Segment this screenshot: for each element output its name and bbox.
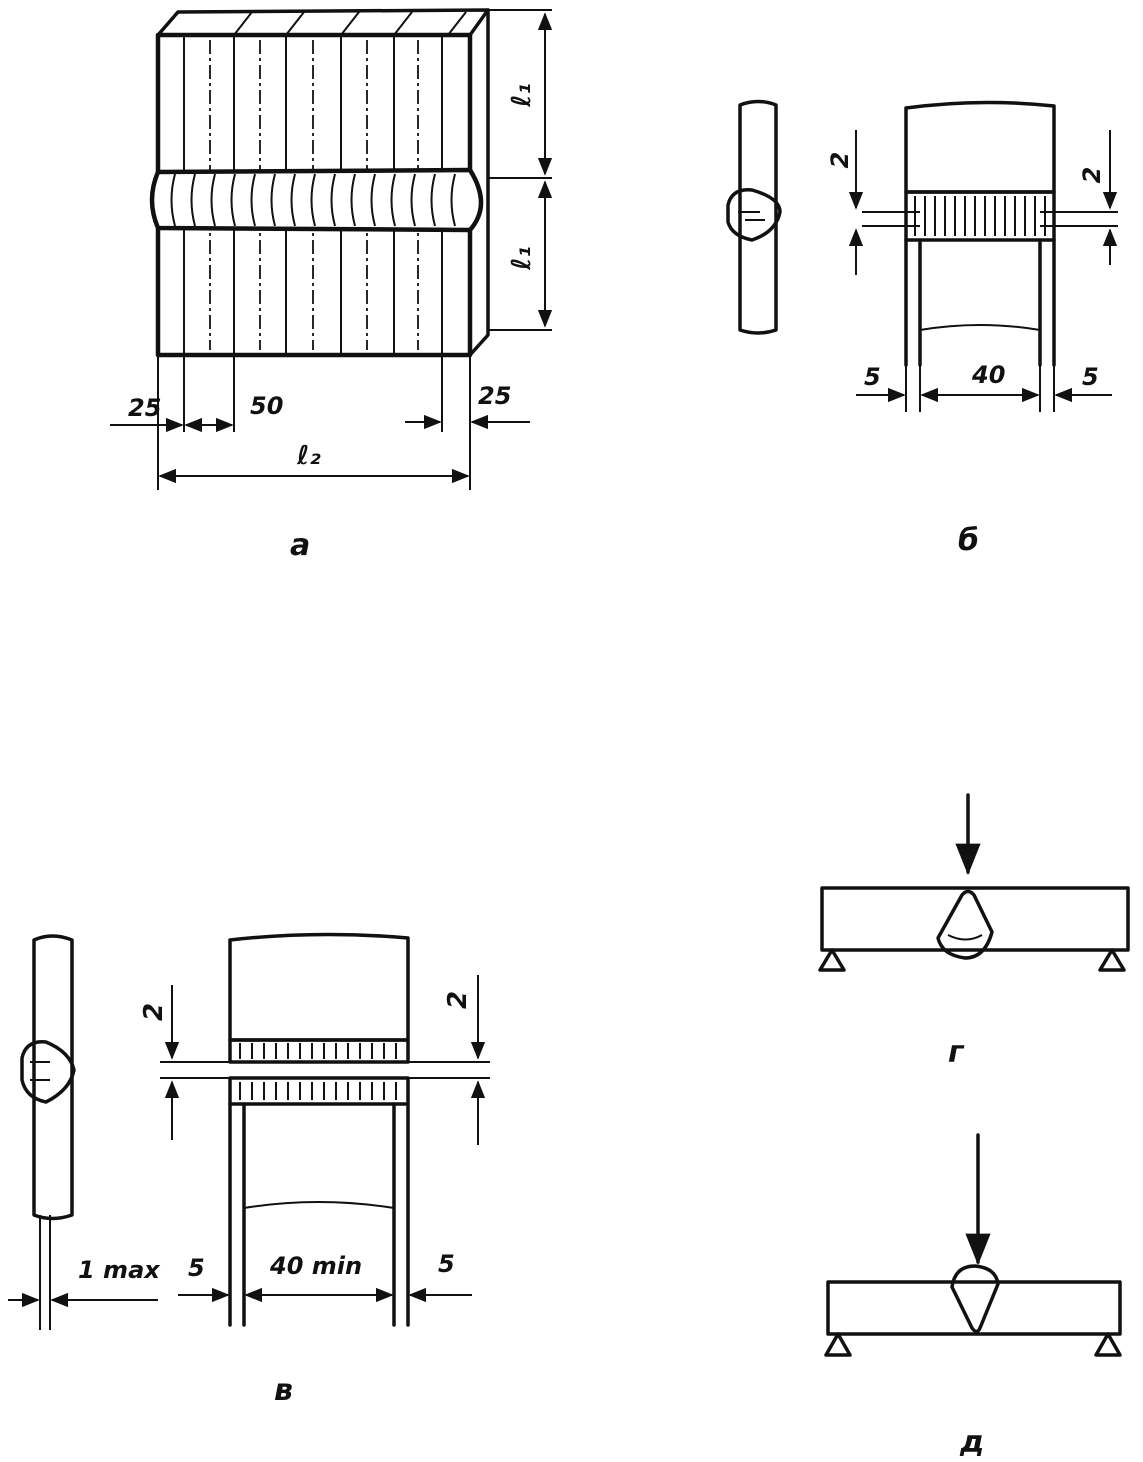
caption-v: в xyxy=(274,1373,293,1408)
dim-25-left: 25 xyxy=(128,394,161,422)
dim-40: 40 xyxy=(971,361,1005,389)
dim-2-left: 2 xyxy=(826,152,854,169)
dim-50: 50 xyxy=(250,392,283,420)
caption-a: а xyxy=(290,528,310,563)
dim-1max: 1 max xyxy=(78,1256,161,1284)
dim-5-right: 5 xyxy=(438,1250,455,1278)
dim-5-right: 5 xyxy=(1082,363,1099,391)
dim-2-right: 2 xyxy=(443,991,473,1009)
dim-25-right: 25 xyxy=(478,382,511,410)
dim-5-left: 5 xyxy=(864,363,881,391)
figure-a: ℓ₁ ℓ₁ 25 50 25 ℓ₂ а xyxy=(110,8,553,563)
figure-b: 2 2 5 40 5 б xyxy=(726,99,1118,558)
dim-l2: ℓ₂ xyxy=(296,441,321,471)
dim-40min: 40 min xyxy=(269,1252,362,1280)
dim-5-left: 5 xyxy=(188,1254,205,1282)
dim-2-left: 2 xyxy=(139,1003,169,1021)
caption-d: д xyxy=(959,1425,984,1460)
dim-l1-top: ℓ₁ xyxy=(507,83,537,108)
dim-2-right: 2 xyxy=(1078,167,1106,184)
figure-v: 2 2 1 max 5 40 min 5 в xyxy=(8,932,490,1408)
dim-l1-bottom: ℓ₁ xyxy=(507,246,537,271)
figure-d: д xyxy=(824,1133,1122,1460)
caption-b: б xyxy=(958,523,979,558)
caption-g: г xyxy=(948,1035,965,1070)
figure-g: г xyxy=(818,793,1130,1070)
